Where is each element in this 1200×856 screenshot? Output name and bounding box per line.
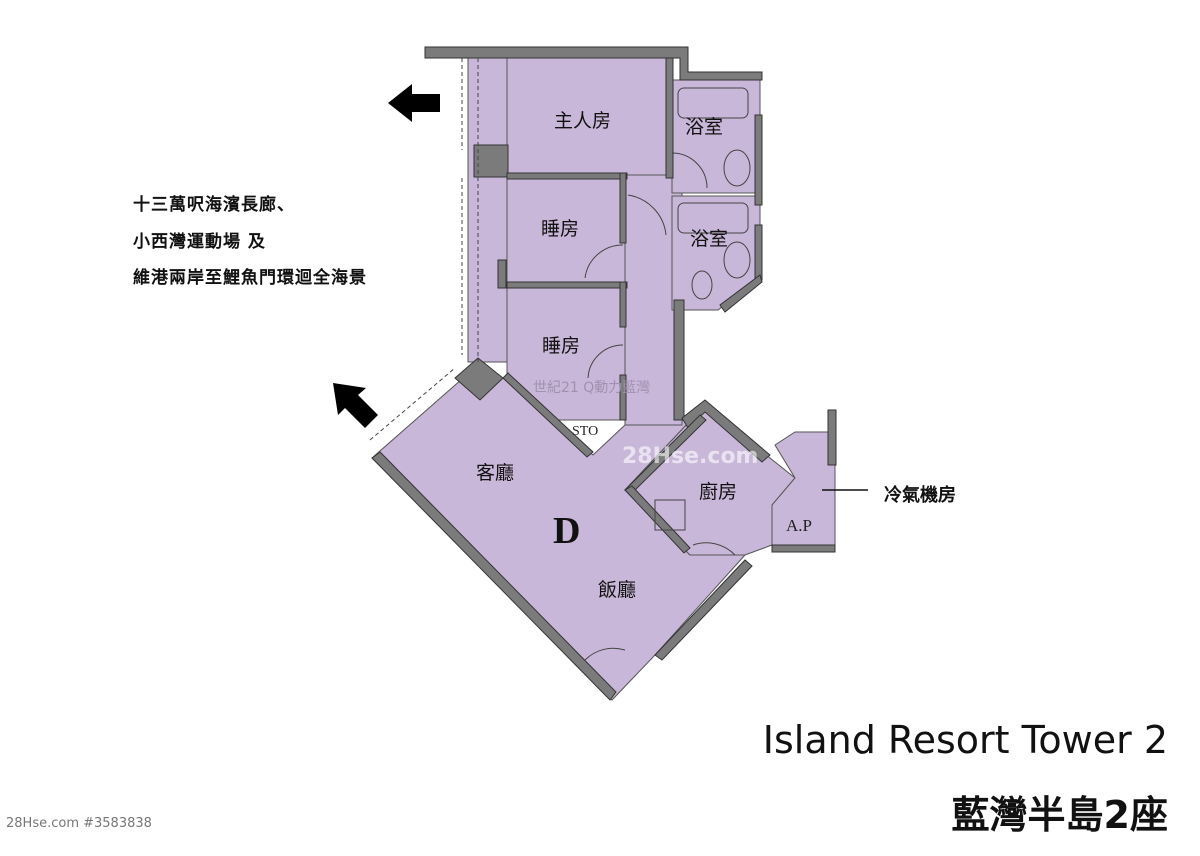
label-dining-room: 飯廳	[598, 579, 636, 601]
label-bedroom-1: 睡房	[541, 218, 579, 240]
watermark-agent: 世紀21 Q動力藍灣	[533, 380, 650, 396]
title-english: Island Resort Tower 2	[762, 718, 1168, 762]
view-note-line-1: 十三萬呎海濱長廊、	[133, 195, 295, 215]
walls	[371, 46, 837, 701]
label-kitchen: 廚房	[699, 480, 737, 503]
label-master-bedroom: 主人房	[554, 110, 611, 132]
watermark-site: 28Hse.com	[622, 444, 758, 469]
view-note-line-2: 小西灣運動場 及	[133, 232, 266, 252]
view-arrow-west-icon	[388, 84, 440, 122]
unit-letter: D	[553, 510, 580, 552]
listing-reference: 28Hse.com #3583838	[6, 816, 152, 831]
label-bathroom-1: 浴室	[685, 116, 723, 138]
doors	[369, 58, 751, 661]
view-note-line-3: 維港兩岸至鯉魚門環迴全海景	[133, 268, 367, 288]
balcony-strip	[467, 57, 508, 363]
label-ap: A.P	[786, 516, 812, 535]
title-chinese: 藍灣半島2座	[951, 793, 1168, 837]
label-bathroom-2: 浴室	[690, 228, 728, 250]
label-living-room: 客廳	[476, 462, 514, 484]
floor-areas	[371, 57, 836, 701]
label-storage: STO	[572, 424, 598, 439]
ac-room-label: 冷氣機房	[884, 485, 956, 506]
label-bedroom-2: 睡房	[542, 335, 580, 357]
view-arrow-northwest-icon	[333, 383, 378, 428]
